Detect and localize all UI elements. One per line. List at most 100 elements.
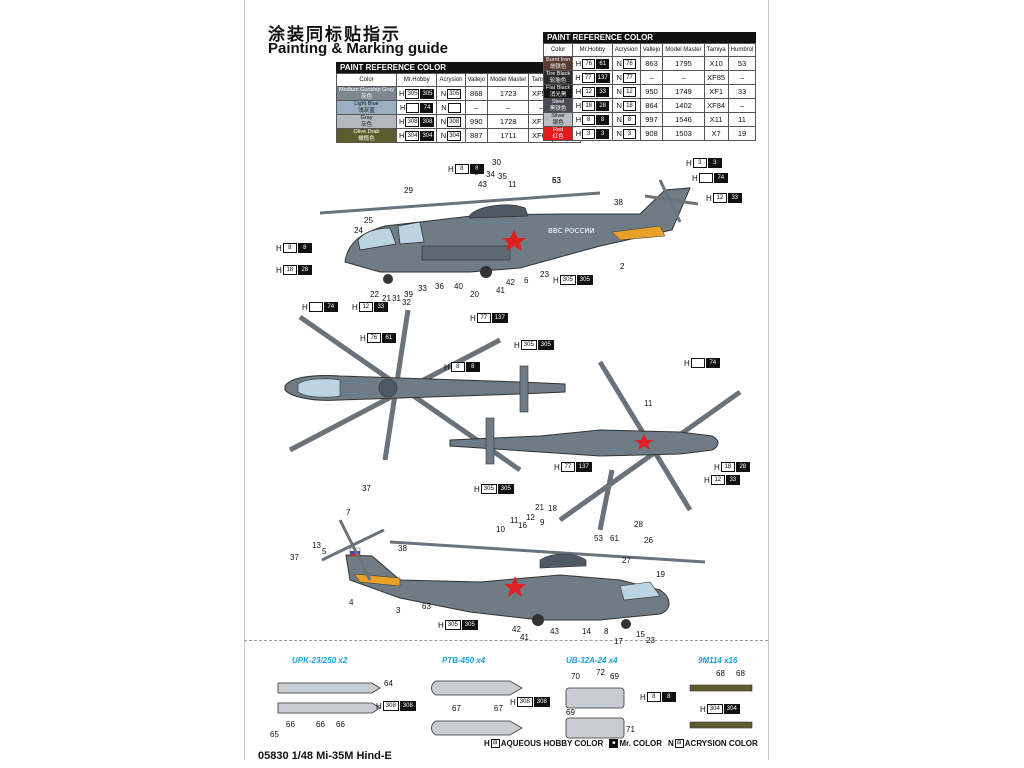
part-callout: 2 [620,262,625,271]
part-callout: 69 [610,672,619,681]
weapon-title: 9M114 x16 [698,656,738,665]
main-rotor-blade [597,469,615,531]
part-callout: 11 [508,180,517,189]
part-callout: 8 [604,627,609,636]
part-callout: 37 [290,553,299,562]
part-callout: 9 [540,518,545,527]
tamiya-code: X7 [703,126,729,141]
part-callout: 5 [322,547,327,556]
cockpit-glass [619,581,661,601]
part-callout: 40 [454,282,463,291]
main-rotor-blade [319,191,601,215]
color-callout: 8H88 [276,243,312,253]
part-callout: 66 [286,720,295,729]
vallejo-code: 908 [639,126,664,141]
part-callout: 66 [336,720,345,729]
part-callout: 35 [498,172,507,181]
cockpit-glass-rear [397,221,425,245]
part-callout: 21 [535,503,544,512]
helicopter-side-view-left: ВВС РОССИИ [319,179,699,284]
upk-pod [277,702,381,714]
part-callout: 25 [364,216,373,225]
model-master-code: 1711 [487,128,530,143]
weapon-title: UB-32A-24 x4 [566,656,618,665]
stub-wing [421,245,511,261]
upk-pod [277,682,381,694]
legend-mr-color: ■Mr. COLOR [609,739,662,748]
part-callout: 43 [550,627,559,636]
part-callout: 30 [492,158,501,167]
page-border-left [244,0,245,760]
part-callout: 66 [316,720,325,729]
part-callout: 68 [736,669,745,678]
tail-rotor-blade [644,194,699,206]
title-english: Painting & Marking guide [268,40,449,57]
tail-stabilizer [485,417,495,465]
part-callout: 70 [571,672,580,681]
flag-stripe-red [350,554,360,556]
part-callout: 31 [392,294,401,303]
column-header: Mr.Hobby [572,43,613,57]
model-number: 05830 1/48 Mi-35M Hind-E [258,750,392,762]
part-callout: 3 [396,606,401,615]
helicopter-top-view [284,309,566,473]
ptb-fuel-tank [431,680,523,696]
part-callout: 11 [510,516,519,525]
main-rotor-blade [558,389,742,523]
fuselage [284,375,566,401]
part-callout: 67 [452,704,461,713]
fuselage [449,429,719,457]
legend-acrysion: N⊡ACRYSION COLOR [667,739,758,748]
part-callout: 19 [656,570,665,579]
nose-wheel [621,619,631,629]
color-system-legend: H⊡AQUEOUS HOBBY COLOR ■Mr. COLOR N⊡ACRYS… [484,739,758,748]
section-divider [244,640,768,641]
cockpit-glass [297,378,341,398]
part-callout: 21 [382,294,391,303]
red-star-marking [635,434,653,450]
part-callout: 26 [644,536,653,545]
part-callout: 53 [552,176,561,185]
part-callout: 68 [716,669,725,678]
part-callout: 8 [474,168,479,177]
fuselage [345,554,670,621]
part-callout: 20 [470,290,479,299]
part-callout: 14 [582,627,591,636]
part-callout: 69 [566,708,575,717]
part-callout: 24 [354,226,363,235]
part-callout: 13 [312,541,321,550]
part-callout: 22 [370,290,379,299]
part-callout: 65 [270,730,279,739]
part-callout: 37 [362,484,371,493]
tail-band [611,225,666,241]
main-wheel [532,614,544,626]
tail-rotor-blade [321,528,385,562]
part-callout: 12 [526,513,535,522]
part-callout: 72 [596,668,605,677]
part-callout: 11 [644,399,653,408]
part-callout: 42 [506,278,515,287]
tail-stabilizer [519,365,529,413]
